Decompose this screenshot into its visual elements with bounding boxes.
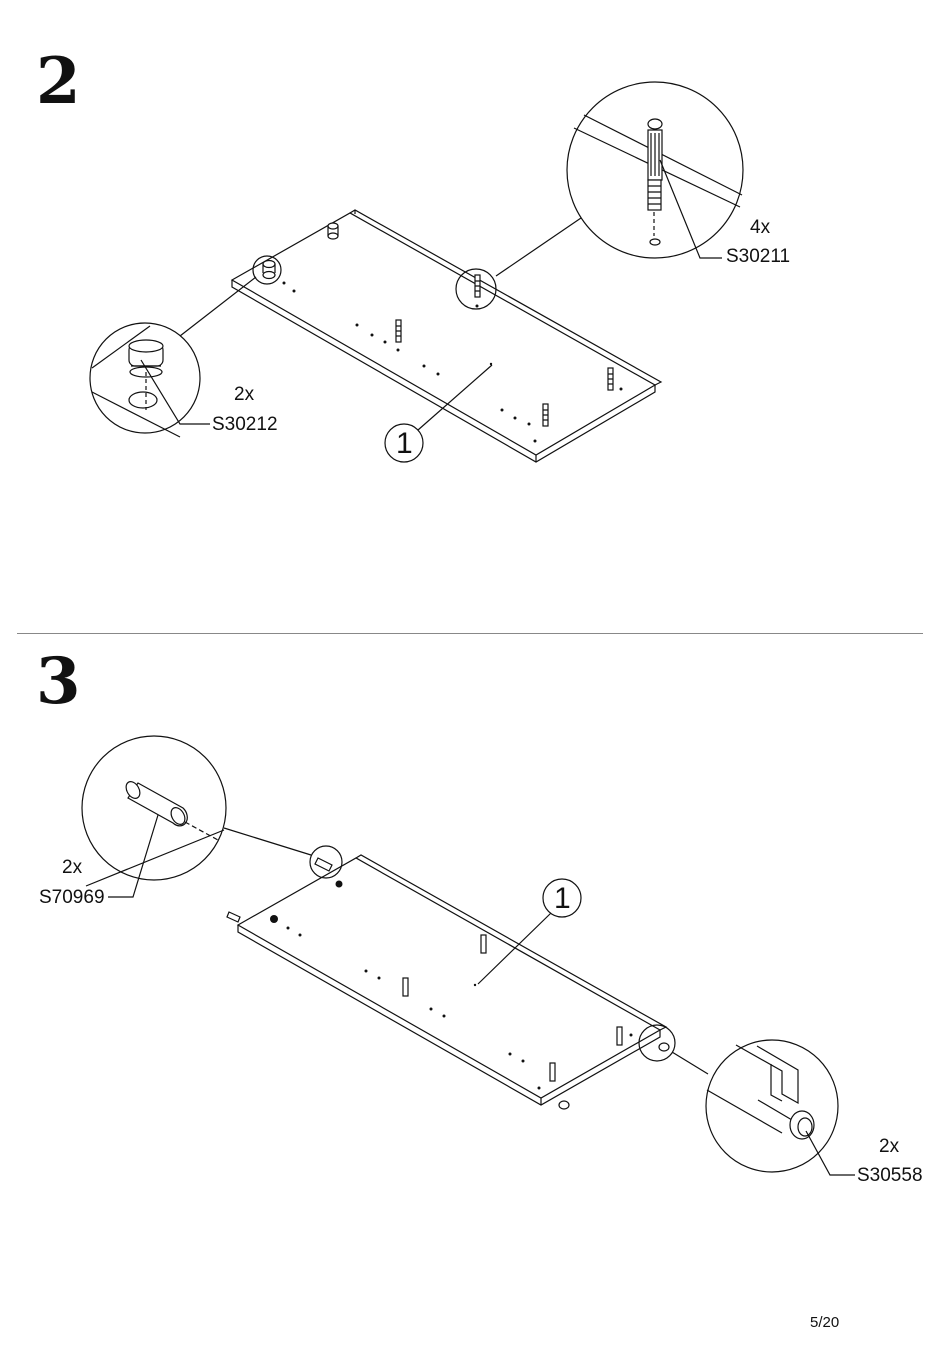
part-code-label: S30558 bbox=[857, 1166, 923, 1185]
part-number-badge: 1 bbox=[554, 884, 571, 914]
cam-lock-icon bbox=[263, 223, 338, 279]
step-divider bbox=[17, 633, 923, 634]
step-2-panel-drawing bbox=[232, 210, 661, 462]
page-number: 5/20 bbox=[810, 1314, 839, 1331]
quantity-label: 4x bbox=[750, 218, 770, 237]
part-code-label: S30212 bbox=[212, 415, 278, 434]
screw-icon bbox=[396, 275, 613, 426]
step-number: 2 bbox=[36, 50, 81, 114]
screw-icon bbox=[403, 935, 622, 1081]
detail-circle-wooden-dowel bbox=[82, 736, 311, 897]
detail-circle-cam-lock bbox=[90, 277, 256, 437]
part-code-label: S70969 bbox=[39, 888, 105, 907]
step-number: 3 bbox=[36, 650, 81, 714]
step-3-panel-drawing bbox=[227, 846, 675, 1109]
detail-circle-dowel-screw bbox=[496, 82, 743, 276]
part-code-label: S30211 bbox=[726, 247, 790, 266]
part-number-badge: 1 bbox=[396, 429, 413, 459]
quantity-label: 2x bbox=[879, 1137, 899, 1156]
quantity-label: 2x bbox=[62, 858, 82, 877]
detail-circle-stopper bbox=[672, 1040, 855, 1175]
quantity-label: 2x bbox=[234, 385, 254, 404]
